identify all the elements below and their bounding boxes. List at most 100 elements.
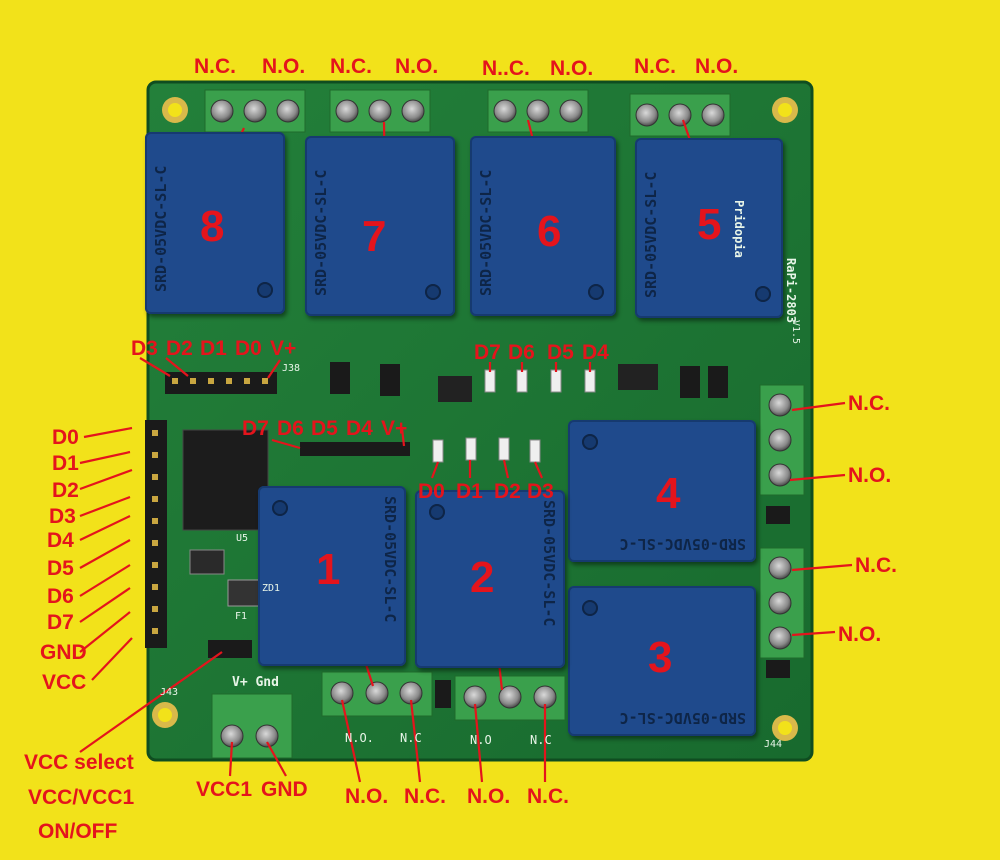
- label-vcc-select: VCC select: [24, 751, 134, 774]
- relay-number-1: 1: [316, 545, 341, 594]
- relay-8-marker: [257, 282, 273, 298]
- relay-6: SRD-05VDC-SL-C: [470, 136, 616, 316]
- label-relay2-no: N.O.: [467, 785, 511, 808]
- silk-j44: J44: [764, 739, 783, 750]
- label-pin-d6: D6: [47, 585, 74, 608]
- label-led-d7: D7: [474, 341, 501, 364]
- relay-3-spec: SRD-05VDC-SL-C: [619, 709, 746, 727]
- label-relay4-nc: N.C.: [848, 392, 890, 415]
- ic-chips: [182, 364, 658, 607]
- relay-number-2: 2: [470, 553, 495, 602]
- silk-version: V1.5: [790, 320, 801, 345]
- silk-model: RaPi-2803: [784, 258, 798, 324]
- relay-4: SRD-05VDC-SL-C: [568, 420, 756, 562]
- mounting-holes: [152, 97, 798, 741]
- silk-bottom-nc-2: N.C: [530, 733, 552, 747]
- label-led-d0: D0: [418, 480, 445, 503]
- terminal-blocks-top: [204, 89, 731, 137]
- relay-4-model: SRD-05VDC-SL-C: [619, 535, 746, 553]
- label-led-d5: D5: [547, 341, 574, 364]
- relay-3: SRD-05VDC-SL-C: [568, 586, 756, 736]
- relay-1-spec: SRD-05VDC-SL-C: [381, 496, 399, 623]
- label-relay1-no: N.O.: [345, 785, 389, 808]
- relay-3-model: SRD-05VDC-SL-C: [619, 709, 746, 727]
- relay-2-marker: [429, 504, 445, 520]
- relay-7-spec: SRD-05VDC-SL-C: [312, 136, 330, 296]
- label-led-d2: D2: [494, 480, 521, 503]
- label-header-mid-vplus: V+: [381, 417, 408, 440]
- relay-7-model: SRD-05VDC-SL-C: [312, 169, 330, 296]
- silk-bottom-no-2: N.O: [470, 733, 492, 747]
- label-relay7-no: N.O.: [395, 55, 439, 78]
- label-relay3-nc: N.C.: [855, 554, 897, 577]
- silk-brand: Pridopia: [732, 200, 746, 258]
- label-led-d1: D1: [456, 480, 483, 503]
- label-relay5-no: N.O.: [695, 55, 739, 78]
- relay-1: SRD-05VDC-SL-C: [258, 486, 406, 666]
- relay-5-model: SRD-05VDC-SL-C: [642, 171, 660, 298]
- silk-j38: J38: [282, 363, 301, 374]
- label-relay1-nc: N.C.: [404, 785, 446, 808]
- label-pin-d3: D3: [49, 505, 76, 528]
- relay-number-8: 8: [200, 202, 225, 251]
- label-pin-d0: D0: [52, 426, 79, 449]
- silk-bottom-no-1: N.O.: [345, 731, 374, 745]
- label-led-d4: D4: [582, 341, 609, 364]
- label-on-off: ON/OFF: [38, 820, 118, 843]
- silk-u5: U5: [236, 533, 249, 544]
- silk-f1: F1: [235, 611, 248, 622]
- label-pin-gnd: GND: [40, 641, 87, 664]
- label-vcc1: VCC1: [196, 778, 253, 801]
- label-relay4-no: N.O.: [848, 464, 892, 487]
- label-relay6-no: N.O.: [550, 57, 594, 80]
- label-header-mid-d7: D7: [242, 417, 269, 440]
- relay-1-model: SRD-05VDC-SL-C: [381, 496, 399, 623]
- relay-7-marker: [425, 284, 441, 300]
- label-vcc-vcc1: VCC/VCC1: [28, 786, 135, 809]
- relay-6-marker: [588, 284, 604, 300]
- label-pin-d5: D5: [47, 557, 74, 580]
- label-led-d3: D3: [527, 480, 554, 503]
- relay-4-spec: SRD-05VDC-SL-C: [619, 535, 746, 553]
- label-relay8-no: N.O.: [262, 55, 306, 78]
- relay-number-3: 3: [648, 633, 673, 682]
- label-header-mid-d5: D5: [311, 417, 338, 440]
- label-led-d6: D6: [508, 341, 535, 364]
- relay-8-model: SRD-05VDC-SL-C: [152, 165, 170, 292]
- label-relay6-nc: N..C.: [482, 57, 530, 80]
- label-pin-d7: D7: [47, 611, 74, 634]
- label-relay2-nc: N.C.: [527, 785, 569, 808]
- label-header-top-d0: D0: [235, 337, 262, 360]
- silk-zd1: ZD1: [262, 583, 281, 594]
- relay-number-6: 6: [537, 207, 562, 256]
- label-relay3-no: N.O.: [838, 623, 882, 646]
- relay-5-marker: [755, 286, 771, 302]
- label-pin-d2: D2: [52, 479, 79, 502]
- label-pin-d1: D1: [52, 452, 79, 475]
- label-relay5-nc: N.C.: [634, 55, 676, 78]
- label-header-top-vplus: V+: [270, 337, 297, 360]
- silk-j43: J43: [160, 687, 179, 698]
- relay-2-model: SRD-05VDC-SL-C: [540, 500, 558, 627]
- label-header-top-d2: D2: [166, 337, 193, 360]
- relay-5-spec: SRD-05VDC-SL-C: [642, 138, 660, 298]
- relay-number-5: 5: [697, 200, 722, 249]
- label-relay8-nc: N.C.: [194, 55, 236, 78]
- relay-5: SRD-05VDC-SL-C: [635, 138, 783, 318]
- relay-1-marker: [272, 500, 288, 516]
- pin-headers: [145, 362, 790, 708]
- relay-2: SRD-05VDC-SL-C: [415, 490, 565, 668]
- terminal-blocks-bottom: [211, 671, 566, 759]
- relay-8-spec: SRD-05VDC-SL-C: [152, 132, 170, 292]
- label-header-mid-d4: D4: [346, 417, 373, 440]
- label-header-mid-d6: D6: [277, 417, 304, 440]
- relay-number-4: 4: [656, 469, 681, 518]
- relay-8: SRD-05VDC-SL-C: [145, 132, 285, 314]
- relay-6-spec: SRD-05VDC-SL-C: [477, 136, 495, 296]
- relay-6-model: SRD-05VDC-SL-C: [477, 169, 495, 296]
- label-gnd-terminal: GND: [261, 778, 308, 801]
- label-header-top-d3: D3: [131, 337, 158, 360]
- relay-7: SRD-05VDC-SL-C: [305, 136, 455, 316]
